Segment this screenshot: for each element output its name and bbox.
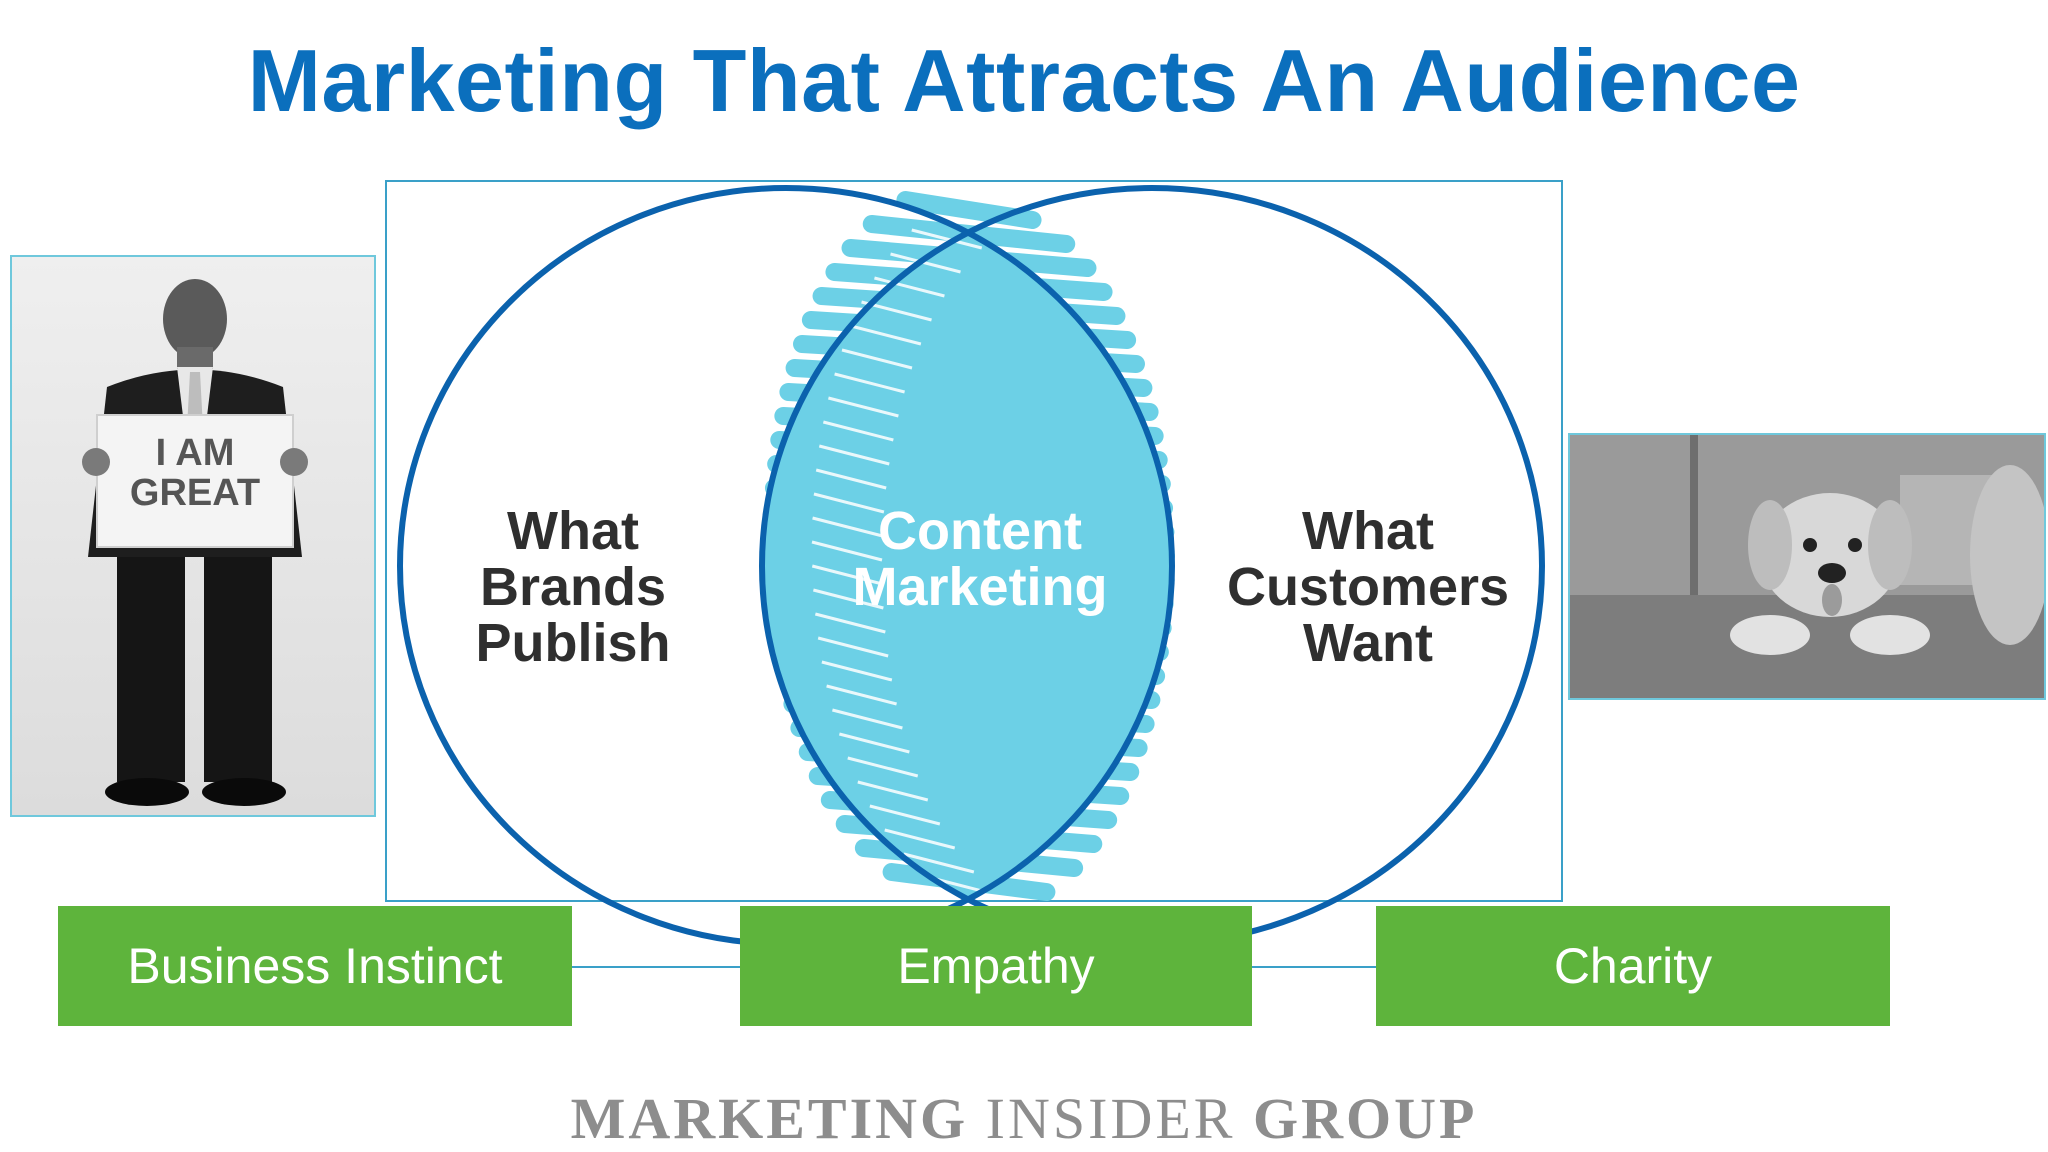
- hatch-highlight: [834, 372, 905, 394]
- hatch-stroke: [777, 671, 1161, 709]
- hatch-stroke: [820, 791, 1118, 829]
- hatch-highlight: [874, 276, 945, 298]
- hatch-highlight: [818, 444, 890, 466]
- center-label-line-1: Content: [878, 501, 1082, 561]
- hatch-highlight: [839, 732, 910, 754]
- hatch-stroke: [841, 239, 1097, 277]
- hatch-stroke: [770, 431, 1168, 469]
- hatch-highlight: [911, 228, 983, 250]
- hatch-stroke: [766, 599, 1172, 637]
- logo-part-2: INSIDER: [985, 1086, 1236, 1151]
- hatch-stroke: [825, 263, 1113, 301]
- hatch-stroke: [774, 407, 1164, 445]
- hatch-highlight: [814, 612, 886, 634]
- right-label-line-2: Customers: [1226, 557, 1510, 617]
- page-title: Marketing That Attracts An Audience: [247, 31, 1801, 130]
- hatch-stroke: [793, 335, 1145, 373]
- overlap-hatching: [763, 191, 1175, 901]
- hatch-highlight: [841, 348, 913, 370]
- hatch-stroke: [783, 695, 1155, 733]
- empathy-box: Empathy: [740, 906, 1252, 1026]
- hatch-stroke: [764, 479, 1174, 517]
- center-overlap-label: Content Marketing: [820, 503, 1140, 615]
- hatch-highlight: [815, 468, 887, 490]
- hatch-highlight: [828, 396, 899, 418]
- left-label-line-1: What: [507, 501, 639, 561]
- hatch-stroke: [808, 767, 1130, 805]
- hatch-stroke: [896, 191, 1042, 229]
- hatch-highlight: [832, 708, 903, 730]
- hatch-stroke: [772, 647, 1166, 685]
- hatch-stroke: [769, 623, 1169, 661]
- right-label-line-3: Want: [1303, 613, 1433, 673]
- company-logo: MARKETING INSIDER GROUP: [0, 1085, 2048, 1152]
- hatch-highlight: [826, 684, 897, 706]
- hatch-highlight: [857, 780, 929, 802]
- hatch-stroke: [798, 743, 1140, 781]
- hatch-highlight: [813, 492, 885, 514]
- hatch-stroke: [882, 863, 1056, 901]
- logo-part-3: GROUP: [1252, 1086, 1478, 1151]
- puppy-image: [1568, 433, 2046, 700]
- charity-box: Charity: [1376, 906, 1890, 1026]
- hatch-highlight: [812, 516, 883, 538]
- hatch-highlight: [850, 324, 922, 346]
- hatch-highlight: [822, 420, 894, 442]
- left-circle-label: What Brands Publish: [430, 503, 716, 671]
- man-with-sign-image: I AM GREAT: [10, 255, 376, 817]
- hatch-highlight: [869, 804, 941, 826]
- logo-part-1: MARKETING: [570, 1086, 969, 1151]
- hatch-highlight: [817, 636, 889, 658]
- business-instinct-box: Business Instinct: [58, 906, 572, 1026]
- sign-line-1: I AM: [156, 432, 235, 474]
- hatch-stroke: [763, 551, 1175, 589]
- hatch-highlight: [821, 660, 893, 682]
- hatch-stroke: [764, 575, 1174, 613]
- left-label-line-2: Brands: [479, 557, 667, 617]
- hatch-highlight: [811, 564, 883, 586]
- hatch-stroke: [763, 527, 1175, 565]
- hatch-highlight: [884, 828, 956, 850]
- hatch-highlight: [890, 252, 961, 274]
- hatch-stroke: [790, 719, 1148, 757]
- hatch-stroke: [801, 311, 1137, 349]
- center-label-line-2: Marketing: [852, 557, 1108, 617]
- sign-line-2: GREAT: [130, 472, 260, 514]
- hatch-stroke: [812, 287, 1126, 325]
- hatch-highlight: [813, 588, 884, 610]
- hatch-highlight: [847, 756, 919, 778]
- right-label-line-1: What: [1302, 501, 1434, 561]
- hatch-stroke: [785, 359, 1153, 397]
- right-circle-label: What Customers Want: [1200, 503, 1536, 671]
- left-label-line-3: Publish: [475, 613, 671, 673]
- hatch-highlight: [903, 852, 975, 874]
- hatch-stroke: [763, 503, 1175, 541]
- hatch-stroke: [767, 455, 1171, 493]
- hatch-stroke: [779, 383, 1159, 421]
- hatch-highlight: [811, 540, 883, 562]
